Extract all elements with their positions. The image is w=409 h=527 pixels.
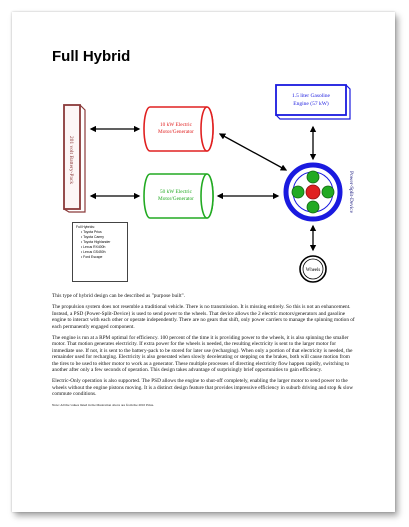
paragraph-propulsion: The propulsion system does not resemble …: [52, 304, 355, 330]
battery-pack: 201 volt Battery-Pack: [63, 104, 86, 213]
motor1-label-line1: 10 kW Electric: [160, 122, 193, 128]
motor1-label-line2: Motor/Generator: [158, 129, 194, 135]
engine-label-line1: 1.5 liter Gasoline: [292, 93, 331, 99]
wheels-label: Wheels: [306, 268, 321, 273]
power-split-device: Power-Split-Device: [283, 162, 354, 222]
legend-item: Toyota Highlander: [81, 240, 124, 245]
legend-item: Lexus GS450h: [81, 250, 124, 255]
full-hybrids-legend: Full Hybrids: Toyota Prius Toyota Camry …: [72, 222, 128, 282]
legend-list: Toyota Prius Toyota Camry Toyota Highlan…: [76, 230, 124, 260]
page-title: Full Hybrid: [52, 48, 131, 65]
paragraph-intro: This type of hybrid design can be descri…: [52, 293, 186, 299]
body-text: This type of hybrid design can be descri…: [52, 293, 357, 412]
footnote: Note: All the values listed in the illus…: [52, 402, 154, 407]
psd-label: Power-Split-Device: [348, 171, 354, 214]
arrow-motor1-psd: [218, 133, 288, 171]
motor-generator-50kw: 50 kW Electric Motor/Generator: [143, 173, 214, 219]
motor-generator-10kw: 10 kW Electric Motor/Generator: [143, 106, 214, 152]
flow-arrows: [89, 125, 317, 252]
legend-item: Toyota Camry: [81, 235, 124, 240]
gasoline-engine: 1.5 liter Gasoline Engine (57 kW): [275, 84, 351, 120]
wheels: Wheels: [299, 255, 327, 283]
motor2-label-line1: 50 kW Electric: [160, 189, 193, 195]
legend-item: Lexus RX400h: [81, 245, 124, 250]
legend-item: Ford Escape: [81, 255, 124, 260]
battery-pack-label: 201 volt Battery-Pack: [68, 136, 74, 185]
legend-item: Toyota Prius: [81, 230, 124, 235]
legend-heading: Full Hybrids:: [76, 225, 95, 229]
engine-label-line2: Engine (57 kW): [293, 100, 329, 107]
paragraph-electric-only: Electric-Only operation is also supporte…: [52, 378, 354, 398]
motor2-label-line2: Motor/Generator: [158, 196, 194, 202]
paragraph-engine: The engine is run at a RPM optimal for e…: [52, 335, 353, 374]
